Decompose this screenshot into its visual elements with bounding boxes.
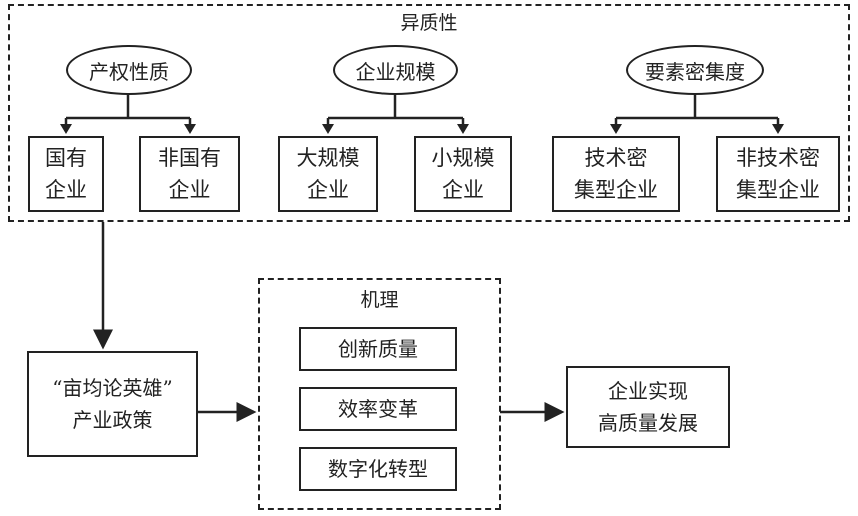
- box-line: 企业: [45, 178, 87, 202]
- size-ellipse: 企业规模: [333, 45, 458, 95]
- box-line: 大规模: [296, 146, 360, 170]
- heterogeneity-group: [8, 4, 850, 222]
- tree-connector-ownership: [64, 95, 192, 131]
- box-line: 企业: [442, 178, 484, 202]
- outcome-box: 企业实现高质量发展: [566, 366, 730, 448]
- box-line: 集型企业: [574, 178, 658, 202]
- small-firm-box: 小规模企业: [414, 136, 512, 212]
- digital-transformation-box: 数字化转型: [299, 447, 457, 491]
- arrowheads: [60, 124, 784, 134]
- mechanism-title: 机理: [360, 289, 399, 311]
- soe-box: 国有企业: [28, 136, 104, 212]
- box-line: 集型企业: [736, 178, 820, 202]
- intensity-ellipse: 要素密集度: [626, 45, 764, 95]
- large-firm-box: 大规模企业: [278, 136, 378, 212]
- box-line: 国有: [45, 146, 87, 170]
- outcome-line: 企业实现: [608, 379, 688, 403]
- box-line: 企业: [307, 178, 349, 202]
- tech-intensive-box: 技术密集型企业: [552, 136, 680, 212]
- tree-connector-size: [326, 95, 465, 131]
- policy-line: 产业政策: [72, 408, 153, 432]
- efficiency-reform-box: 效率变革: [299, 387, 457, 431]
- box-line: 非技术密: [736, 146, 820, 170]
- non-soe-box: 非国有企业: [139, 136, 240, 212]
- outcome-line: 高质量发展: [598, 411, 698, 435]
- heterogeneity-title: 异质性: [400, 12, 458, 34]
- box-line: 技术密: [584, 146, 648, 170]
- box-line: 非国有: [158, 146, 221, 170]
- mechanism-group: [258, 278, 501, 510]
- tree-connector-intensity: [614, 95, 780, 131]
- box-line: 小规模: [431, 146, 495, 170]
- innovation-quality-box: 创新质量: [299, 327, 457, 371]
- non-tech-intensive-box: 非技术密集型企业: [716, 136, 840, 212]
- policy-box: “亩均论英雄” 产业政策: [27, 351, 198, 457]
- ownership-ellipse: 产权性质: [66, 45, 192, 95]
- policy-line: “亩均论英雄”: [52, 376, 173, 400]
- box-line: 企业: [168, 178, 211, 202]
